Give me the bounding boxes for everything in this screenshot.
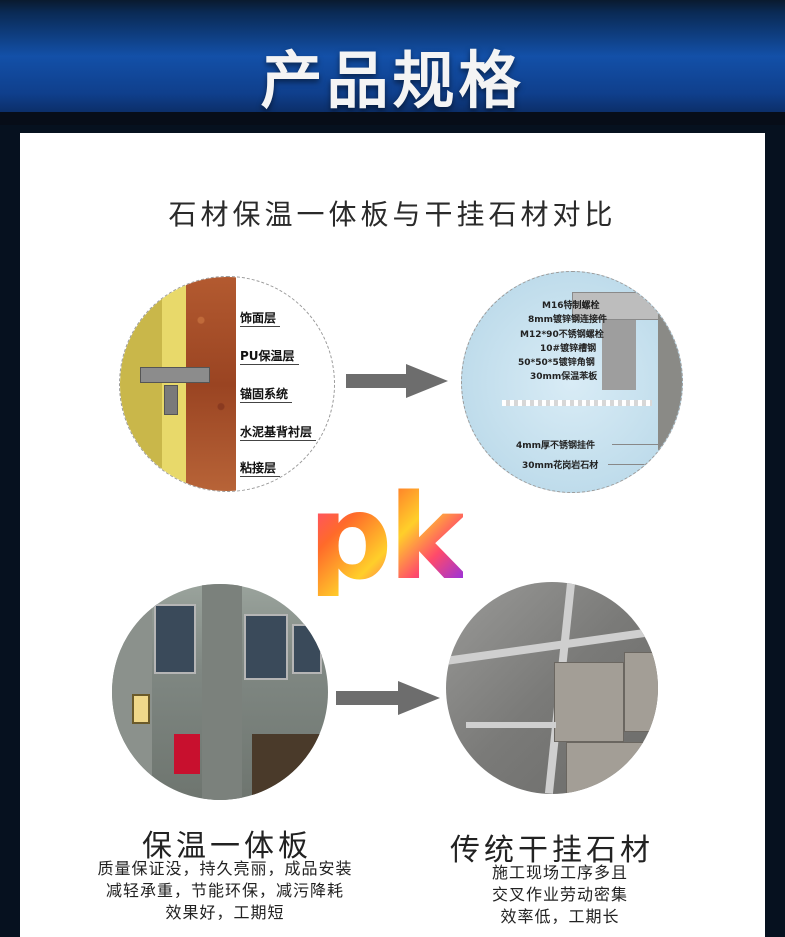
anchor-bolt xyxy=(164,385,178,415)
layer-label-adhesive: 粘接层 xyxy=(240,459,281,477)
chinese-knot-icon xyxy=(174,734,200,774)
content-panel: 石材保温一体板与干挂石材对比 饰面层 PU保温层 锚固系统 水泥基背衬层 粘接层… xyxy=(20,133,765,937)
pk-logo: pk xyxy=(308,468,467,606)
entrance-door xyxy=(252,734,322,800)
left-caption-text: 质量保证没，持久亮丽，成品安装 减轻承重，节能环保，减污降耗 效果好，工期短 xyxy=(80,858,370,924)
lamp-icon xyxy=(132,694,150,724)
foam-layer xyxy=(162,277,186,491)
comparison-title: 石材保温一体板与干挂石材对比 xyxy=(168,198,617,231)
left-caption-line: 效果好，工期短 xyxy=(165,903,285,922)
insulation-board-diagram: 饰面层 PU保温层 锚固系统 水泥基背衬层 粘接层 xyxy=(119,276,335,492)
left-caption-line: 质量保证没，持久亮丽，成品安装 xyxy=(97,859,353,878)
part-label-1: M16特制螺栓 xyxy=(542,301,600,311)
stone-layer xyxy=(186,277,236,491)
arrow-right-icon xyxy=(346,364,448,398)
part-label-6: 30mm保温苯板 xyxy=(530,372,598,382)
part-label-8: 30mm花岗岩石材 xyxy=(522,461,599,471)
wall-layer xyxy=(120,277,162,491)
layer-label-pu: PU保温层 xyxy=(240,347,299,365)
saw-profile xyxy=(502,400,652,406)
right-caption-line: 效率低，工期长 xyxy=(500,907,620,926)
granite-slab xyxy=(658,302,682,472)
part-label-2: 8mm镀锌钢连接件 xyxy=(528,315,608,325)
part-label-7: 4mm厚不锈钢挂件 xyxy=(516,441,596,451)
right-caption-line: 交叉作业劳动密集 xyxy=(491,885,628,904)
right-caption-line: 施工现场工序多且 xyxy=(491,863,628,882)
dry-hang-diagram: M16特制螺栓 8mm镀锌钢连接件 M12*90不锈钢螺栓 10#镀锌槽钢 50… xyxy=(461,271,683,493)
part-label-5: 50*50*5镀锌角钢 xyxy=(518,358,595,368)
page-title: 产品规格 xyxy=(260,44,525,117)
right-caption-text: 施工现场工序多且 交叉作业劳动密集 效率低，工期长 xyxy=(450,862,670,928)
part-label-3: M12*90不锈钢螺栓 xyxy=(520,330,604,340)
layer-label-anchor: 锚固系统 xyxy=(240,385,293,403)
dry-hang-wall-photo xyxy=(446,582,658,794)
insulation-board-building-photo xyxy=(112,584,328,800)
layer-label-cement: 水泥基背衬层 xyxy=(240,423,317,441)
part-label-4: 10#镀锌槽钢 xyxy=(540,344,597,354)
right-caption-title: 传统干挂石材 xyxy=(450,833,654,868)
left-caption-line: 减轻承重，节能环保，减污降耗 xyxy=(105,881,344,900)
header-banner: 产品规格 xyxy=(0,0,785,125)
anchor-bracket xyxy=(140,367,210,383)
layer-label-finish: 饰面层 xyxy=(240,309,281,327)
left-caption-title: 保温一体板 xyxy=(142,829,312,864)
steel-post xyxy=(602,320,636,390)
arrow-right-icon xyxy=(336,681,440,715)
